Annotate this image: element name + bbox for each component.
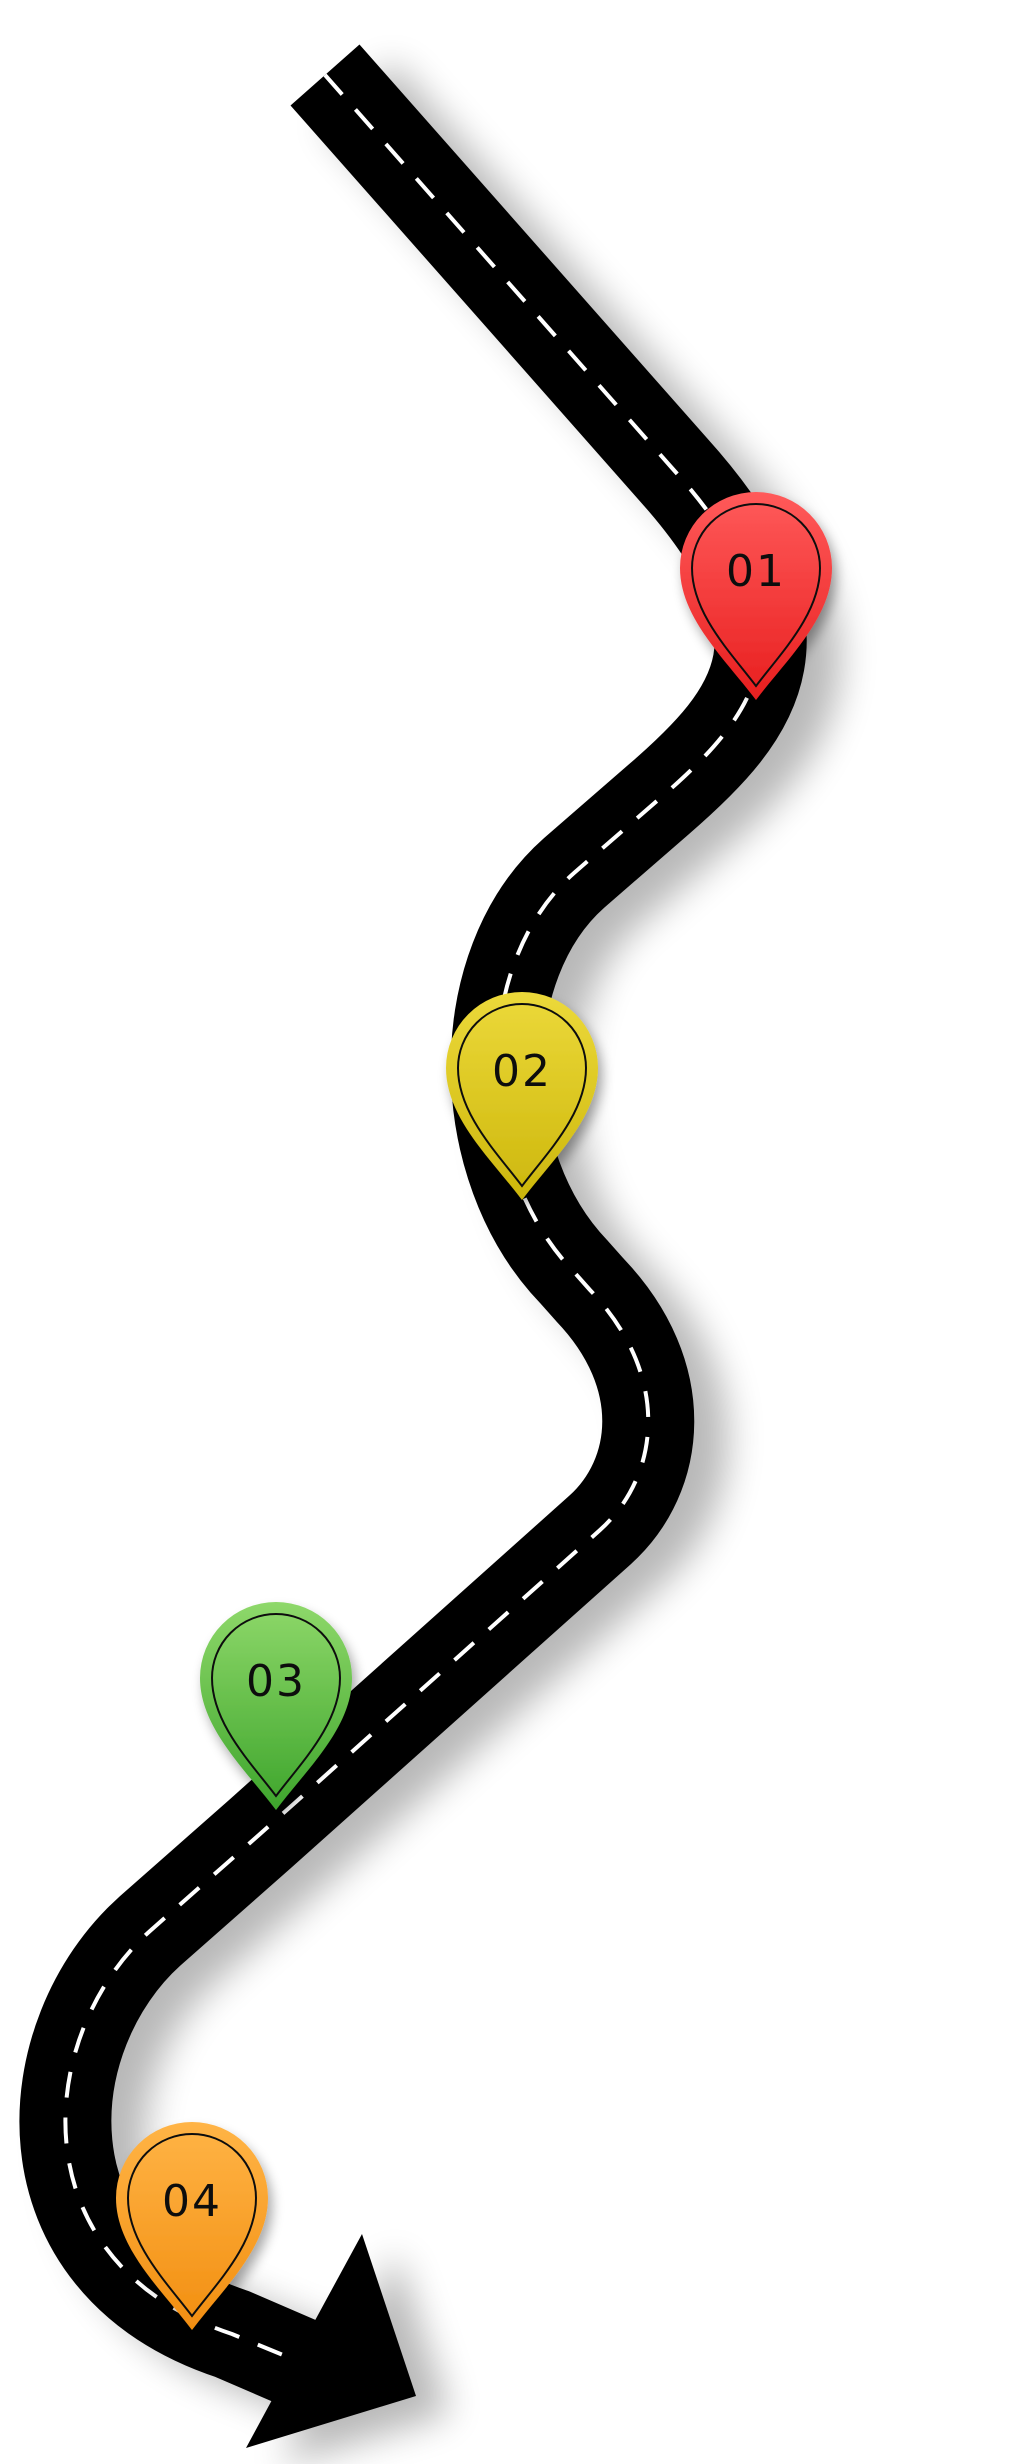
milestone-pin-02: 02: [446, 992, 598, 1200]
milestone-pin-04: 04: [116, 2122, 268, 2330]
map-pin-outline: [210, 1613, 342, 1798]
map-pin-outline: [456, 1003, 588, 1188]
lane-marking: [63, 73, 763, 2364]
map-pin-outline: [690, 503, 822, 688]
milestone-pin-01: 01: [680, 492, 832, 700]
road-arrowhead: [246, 2234, 416, 2448]
map-pin-icon: [200, 1602, 352, 1810]
milestone-pin-03: 03: [200, 1602, 352, 1810]
road-body: [19, 44, 807, 2415]
map-pin-icon: [446, 992, 598, 1200]
map-pin-outline: [126, 2133, 258, 2318]
milestone-pins: 01 02 03 04: [116, 492, 832, 2330]
milestone-label: 04: [162, 2176, 222, 2227]
milestone-label: 01: [726, 546, 786, 597]
road: [19, 44, 807, 2448]
map-pin-icon: [680, 492, 832, 700]
milestone-label: 02: [492, 1046, 552, 1097]
milestone-label: 03: [246, 1656, 306, 1707]
map-pin-icon: [116, 2122, 268, 2330]
